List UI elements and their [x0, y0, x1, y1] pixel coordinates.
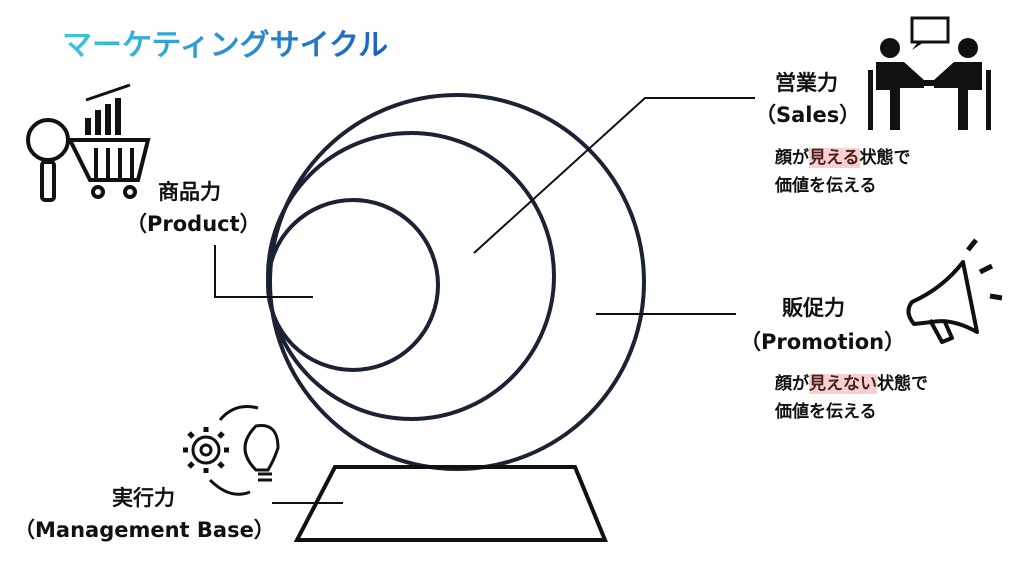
sales-circle [266, 131, 556, 421]
desc-text: 顔が [775, 148, 809, 168]
desc-text: 状態で [859, 148, 911, 168]
magnifier-cart-icon [26, 83, 151, 202]
desc-text: 価値を伝える [775, 176, 877, 196]
desc-text: 価値を伝える [775, 402, 877, 422]
promotion-label: 販促力 [782, 296, 845, 320]
sales-en-label: （Sales） [755, 103, 861, 127]
sales-description: 顔が見える状態で 価値を伝える [775, 144, 911, 200]
highlight-text: 見えない [809, 374, 877, 394]
product-circle [266, 198, 440, 372]
meeting-people-icon [868, 16, 991, 130]
stand-base [293, 465, 608, 542]
highlight-text: 見える [809, 148, 860, 168]
megaphone-icon [906, 238, 1003, 344]
product-en-label: （Product） [126, 212, 261, 236]
gear-bulb-icon [183, 405, 280, 496]
desc-text: 顔が [775, 374, 809, 394]
promotion-en-label: （Promotion） [740, 330, 906, 354]
product-leader-line [214, 245, 313, 298]
product-label: 商品力 [158, 180, 221, 204]
management-en-label: （Management Base） [14, 518, 275, 542]
sales-label: 営業力 [775, 71, 838, 95]
diagram-title: マーケティングサイクル [62, 20, 388, 64]
sales-leader-line [473, 97, 755, 254]
management-label: 実行力 [112, 486, 175, 510]
promotion-description: 顔が見えない状態で 価値を伝える [775, 370, 928, 426]
desc-text: 状態で [877, 374, 928, 394]
